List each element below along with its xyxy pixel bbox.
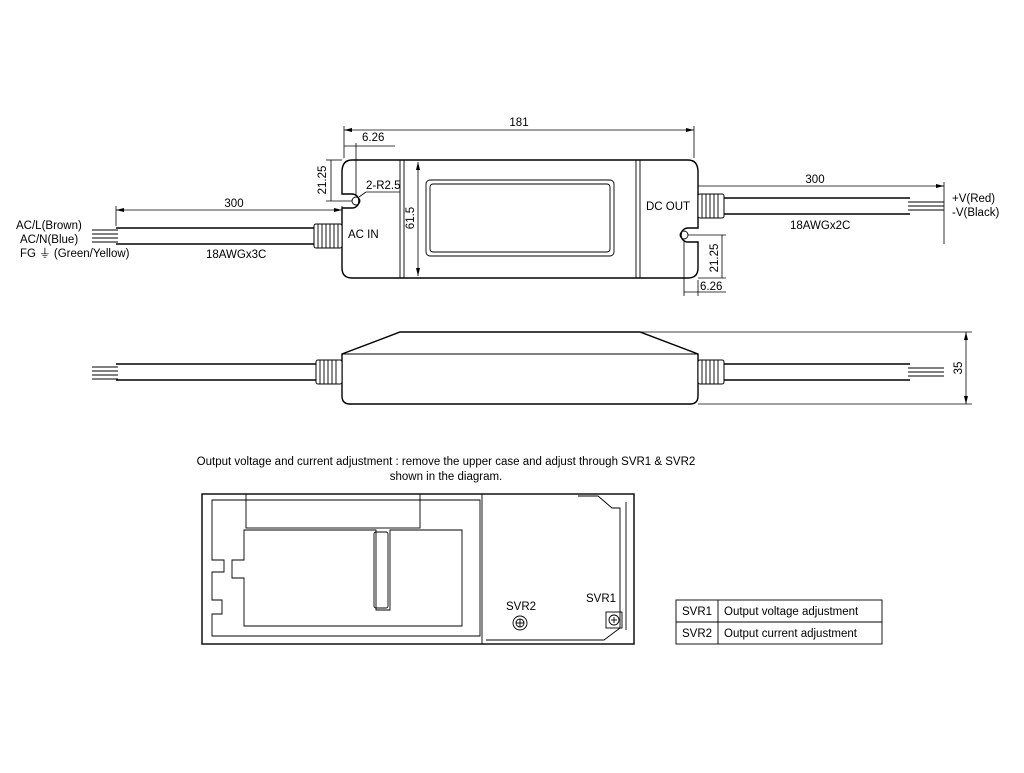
- output-wire-label: -V(Black): [952, 207, 999, 219]
- label-window: [425, 179, 615, 257]
- dim-height: 35: [953, 362, 965, 375]
- case-outline-top: [341, 159, 699, 279]
- svr2-label: SVR2: [506, 601, 536, 613]
- dim-slot-offset-left: 6.26: [362, 132, 384, 144]
- internal-board-view: SVR1 SVR2: [201, 493, 635, 645]
- dimension-615: 61.5: [405, 162, 420, 276]
- dimension-2125-left: 21.25: [317, 159, 352, 202]
- dimension-626-left: 6.26: [344, 132, 395, 196]
- top-view: 181 6.26 21.25 2-R2.5 61.5 AC IN DC OUT: [16, 117, 999, 296]
- label-dc-out: DC OUT: [646, 201, 690, 213]
- table-cell-description: Output voltage adjustment: [724, 606, 859, 618]
- output-wire-label: +V(Red): [952, 193, 995, 205]
- strain-relief-side-left: [315, 359, 343, 385]
- component-block: [245, 493, 421, 529]
- dim-slot-offset-right: 6.26: [700, 281, 722, 293]
- dimension-181: 181: [343, 117, 695, 158]
- label-window-inner: [429, 183, 611, 253]
- svr-legend-table: SVR1 Output voltage adjustment SVR2 Outp…: [675, 599, 883, 645]
- svr2-knob: [512, 615, 528, 631]
- dimension-input-300: 300: [115, 198, 343, 226]
- input-wire-label: AC/N(Blue): [20, 234, 78, 246]
- dimension-626-right: 6.26: [683, 240, 726, 296]
- input-cable-spec: 18AWGx3C: [206, 249, 266, 261]
- dim-width: 61.5: [405, 207, 417, 229]
- strain-relief-input: [313, 223, 343, 249]
- dim-overall-length: 181: [509, 117, 528, 129]
- dim-slot-radius: 2-R2.5: [366, 180, 401, 192]
- input-cable-length: 300: [224, 198, 243, 210]
- svr1-label: SVR1: [586, 593, 616, 605]
- board-outline: [201, 493, 635, 645]
- dimension-output-300: 300: [698, 174, 945, 244]
- svr1-knob: [608, 614, 620, 626]
- label-ac-in: AC IN: [348, 229, 379, 241]
- strain-relief-output: [697, 193, 725, 219]
- adjustment-note-line1: Output voltage and current adjustment : …: [197, 456, 696, 468]
- side-view: 35: [92, 331, 972, 405]
- case-outline-side: [341, 331, 699, 405]
- output-cable-length: 300: [805, 174, 824, 186]
- input-wire-label: FG ⏚ (Green/Yellow): [20, 247, 130, 260]
- svr1-trimmer: [605, 611, 623, 629]
- dim-slot-depth-right: 21.25: [709, 244, 721, 273]
- adjustment-note-line2: shown in the diagram.: [390, 471, 503, 483]
- table-cell-code: SVR2: [682, 628, 712, 640]
- table-cell-description: Output current adjustment: [724, 628, 858, 640]
- output-cable: [697, 193, 944, 219]
- input-wire-label: AC/L(Brown): [16, 220, 82, 232]
- dim-slot-depth-left: 21.25: [317, 166, 329, 195]
- output-cable-spec: 18AWGx2C: [790, 220, 850, 232]
- dimension-2125-right: 21.25: [688, 234, 726, 279]
- heatsink-bar: [373, 531, 389, 609]
- table-cell-code: SVR1: [682, 606, 712, 618]
- input-cable: [92, 223, 343, 249]
- strain-relief-side-right: [697, 359, 725, 385]
